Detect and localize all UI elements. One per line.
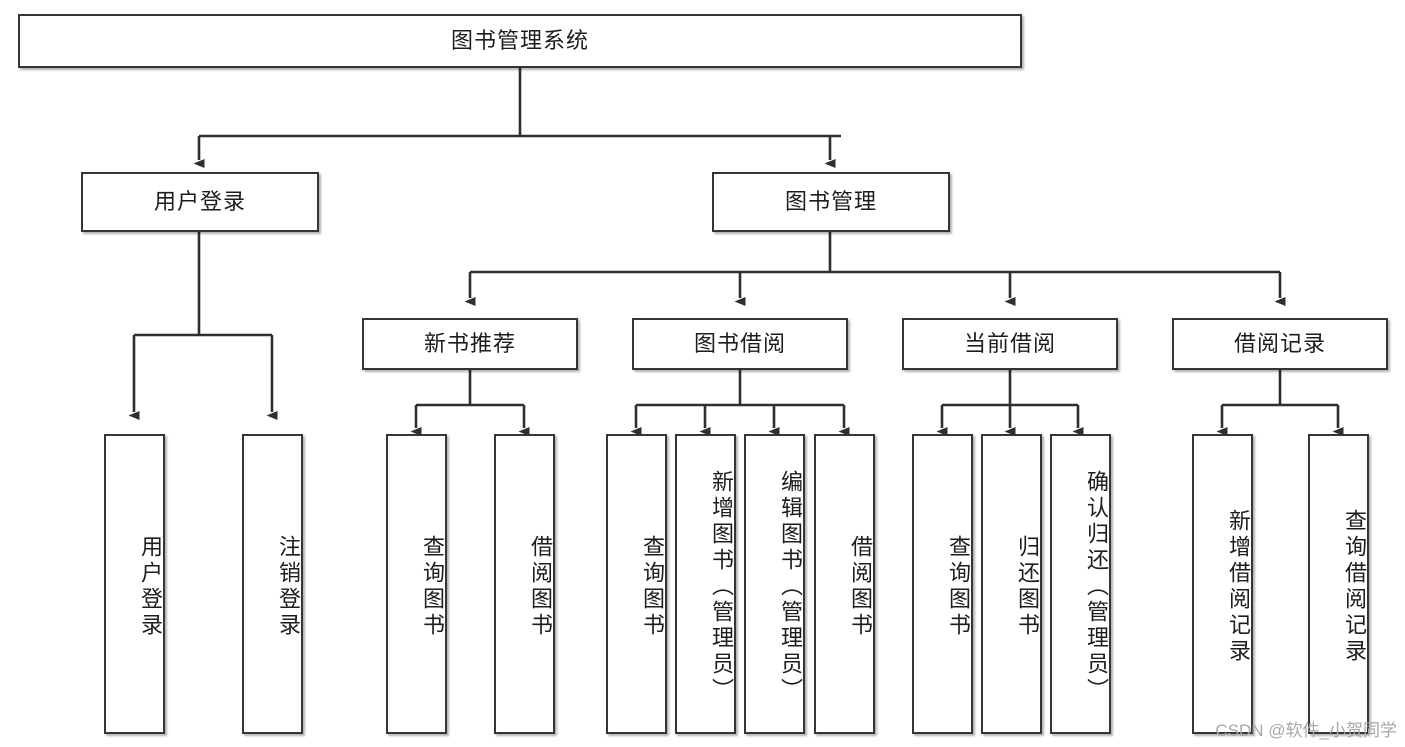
watermark-text: CSDN @软件_小贺同学 bbox=[1215, 721, 1397, 740]
node-user-login[interactable]: 用户登录 bbox=[81, 172, 319, 232]
node-label: 借阅图书 bbox=[848, 535, 873, 639]
node-label: 借阅记录 bbox=[1233, 330, 1326, 356]
connectors bbox=[128, 68, 1344, 436]
node-book-management[interactable]: 图书管理 bbox=[712, 172, 950, 232]
leaf-new-book-borrow-book[interactable]: 借阅图书 bbox=[494, 434, 555, 734]
node-label: 查询图书 bbox=[946, 535, 971, 639]
node-label: 新增借阅记录 bbox=[1226, 509, 1251, 665]
node-label: 查询借阅记录 bbox=[1342, 509, 1367, 665]
node-label: 归还图书 bbox=[1015, 535, 1040, 639]
node-label: 新书推荐 bbox=[423, 330, 516, 356]
leaf-book-borrow-add-book-admin[interactable]: 新增图书（管理员） bbox=[675, 434, 736, 734]
leaf-current-borrow-confirm-return-admin[interactable]: 确认归还（管理员） bbox=[1050, 434, 1111, 734]
node-label: 图书管理 bbox=[784, 188, 877, 214]
leaf-user-login-login[interactable]: 用户登录 bbox=[104, 434, 165, 734]
node-new-book-recommend[interactable]: 新书推荐 bbox=[362, 318, 578, 370]
node-root-book-management-system[interactable]: 图书管理系统 bbox=[18, 14, 1022, 68]
node-borrow-record[interactable]: 借阅记录 bbox=[1172, 318, 1388, 370]
leaf-current-borrow-query-book[interactable]: 查询图书 bbox=[912, 434, 973, 734]
node-label: 图书管理系统 bbox=[450, 27, 589, 53]
node-label: 查询图书 bbox=[640, 535, 665, 639]
leaf-book-borrow-borrow-book[interactable]: 借阅图书 bbox=[814, 434, 875, 734]
node-label: 当前借阅 bbox=[963, 330, 1056, 356]
node-label: 编辑图书（管理员） bbox=[778, 470, 803, 704]
leaf-borrow-record-add-record[interactable]: 新增借阅记录 bbox=[1192, 434, 1253, 734]
leaf-user-login-logout[interactable]: 注销登录 bbox=[242, 434, 303, 734]
node-label: 新增图书（管理员） bbox=[709, 470, 734, 704]
node-current-borrow[interactable]: 当前借阅 bbox=[902, 318, 1118, 370]
node-label: 查询图书 bbox=[420, 535, 445, 639]
leaf-book-borrow-edit-book-admin[interactable]: 编辑图书（管理员） bbox=[744, 434, 805, 734]
node-label: 借阅图书 bbox=[528, 535, 553, 639]
node-label: 用户登录 bbox=[138, 535, 163, 639]
leaf-book-borrow-query-book[interactable]: 查询图书 bbox=[606, 434, 667, 734]
node-label: 注销登录 bbox=[276, 535, 301, 639]
leaf-new-book-query-book[interactable]: 查询图书 bbox=[386, 434, 447, 734]
node-label: 用户登录 bbox=[153, 188, 246, 214]
node-label: 图书借阅 bbox=[693, 330, 786, 356]
leaf-borrow-record-query-record[interactable]: 查询借阅记录 bbox=[1308, 434, 1369, 734]
node-book-borrow[interactable]: 图书借阅 bbox=[632, 318, 848, 370]
node-label: 确认归还（管理员） bbox=[1084, 470, 1109, 704]
leaf-current-borrow-return-book[interactable]: 归还图书 bbox=[981, 434, 1042, 734]
